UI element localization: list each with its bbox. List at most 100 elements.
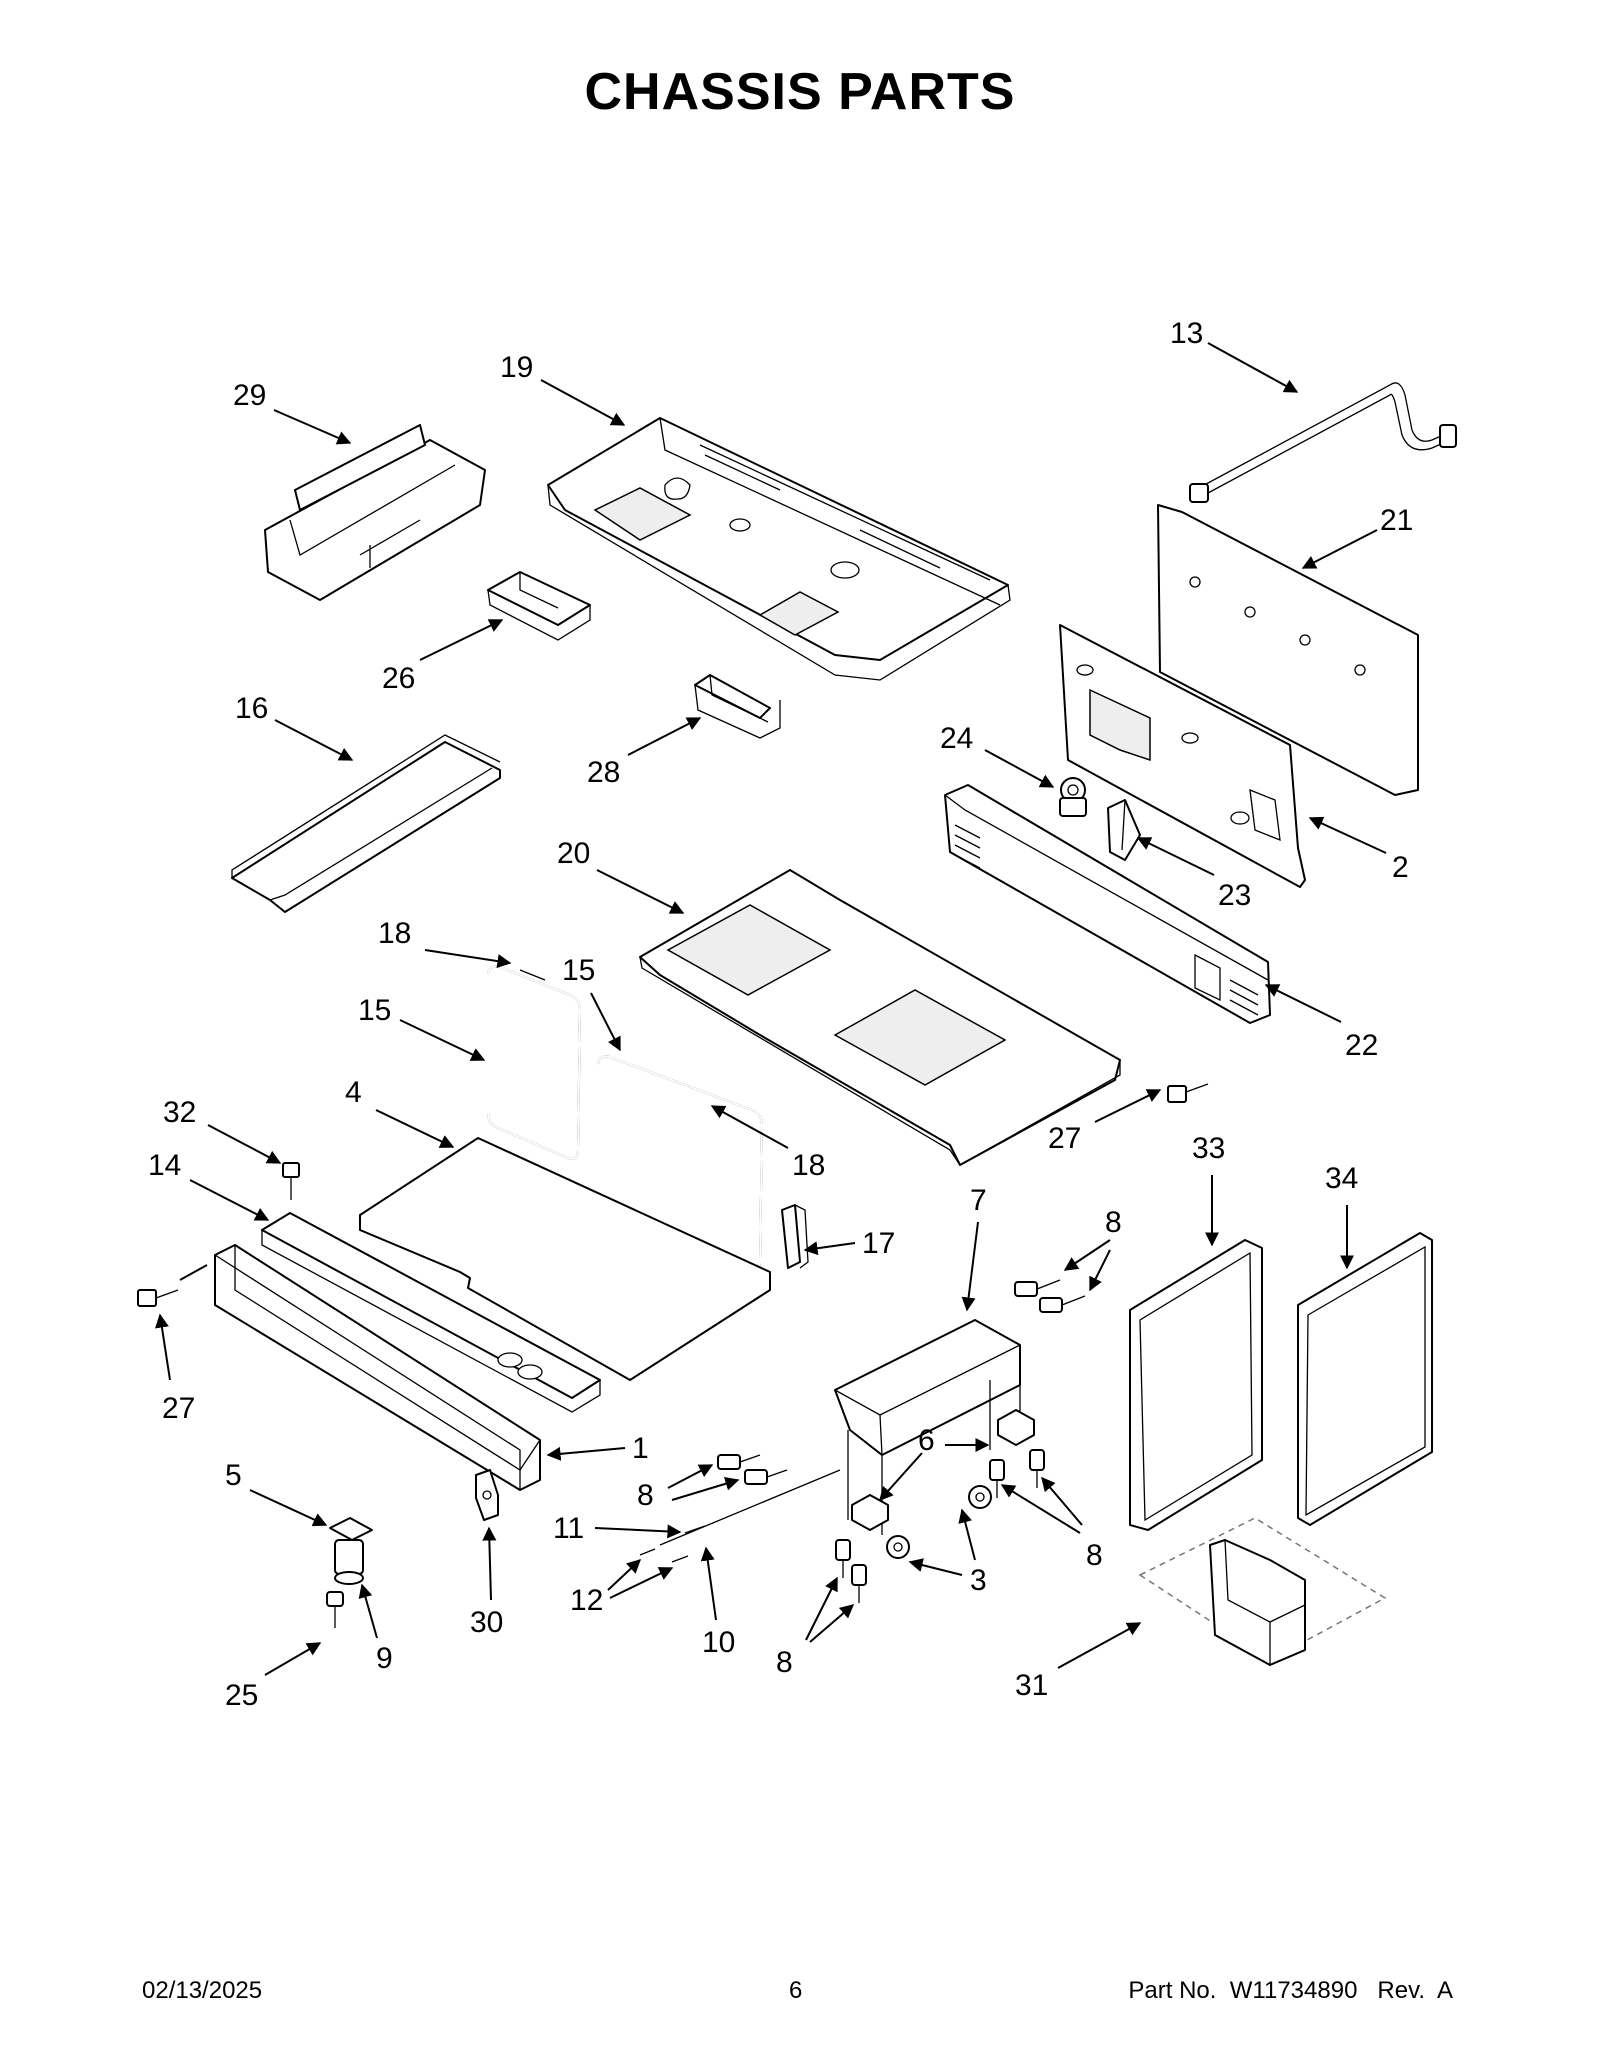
part-15-gasket-a <box>487 965 582 1160</box>
callout-12: 12 <box>570 1584 603 1617</box>
leader-22 <box>1264 984 1342 1023</box>
leader-21 <box>1301 529 1378 569</box>
leader-8b-2 <box>671 1476 740 1501</box>
callout-11: 11 <box>553 1512 584 1545</box>
leader-15b <box>590 992 621 1052</box>
callout-34: 34 <box>1325 1162 1358 1195</box>
leader-3b <box>908 1558 963 1576</box>
part-10-rod <box>659 1469 841 1546</box>
footer-date: 02/13/2025 <box>142 1977 263 2004</box>
callout-9: 9 <box>376 1642 393 1675</box>
leader-20 <box>596 869 685 914</box>
callout-numbers: 29 19 13 21 26 28 16 24 2 23 20 22 18 15… <box>148 317 1413 1712</box>
footer-part-number: Part No. W11734890 Rev. A <box>1128 1977 1453 2004</box>
part-1-manifold-cover <box>214 1244 541 1491</box>
part-12-rod-ends <box>639 1548 689 1563</box>
part-34-panel <box>1297 1232 1433 1526</box>
callout-7: 7 <box>970 1184 987 1217</box>
leader-26 <box>419 619 504 661</box>
leader-7 <box>961 1221 979 1312</box>
part-19-upper-tray <box>547 417 1011 681</box>
callout-19: 19 <box>500 351 533 384</box>
page-title: CHASSIS PARTS <box>584 63 1016 121</box>
part-24-valve <box>1059 777 1087 817</box>
part-9-leg <box>334 1539 364 1585</box>
callout-3: 3 <box>970 1564 987 1597</box>
leader-15a <box>399 1019 486 1061</box>
leader-8a-1 <box>1063 1239 1111 1271</box>
leader-27b <box>1094 1089 1162 1123</box>
callout-15a: 15 <box>358 994 391 1027</box>
part-3-caster-b <box>886 1535 910 1559</box>
leader-32 <box>207 1124 282 1164</box>
part-16-side-rail <box>231 734 501 913</box>
callout-32: 32 <box>163 1096 196 1129</box>
leader-13 <box>1207 342 1299 393</box>
leader-29 <box>273 409 352 445</box>
leader-25 <box>264 1642 322 1676</box>
callout-24: 24 <box>940 722 973 755</box>
part-11-rod-cap <box>684 1525 706 1534</box>
part-25-screw <box>326 1591 344 1628</box>
footer-page-number: 6 <box>789 1977 803 2004</box>
part-31-bin <box>1138 1517 1387 1666</box>
part-14-front-frame <box>261 1212 601 1413</box>
leader-8c-1 <box>1000 1484 1081 1534</box>
leader-8b-1 <box>667 1464 714 1489</box>
leader-lines <box>154 342 1387 1676</box>
callout-23: 23 <box>1218 879 1251 912</box>
part-26-bracket <box>487 571 591 641</box>
part-8-bolt-a <box>1014 1279 1061 1297</box>
part-30-bracket <box>475 1469 499 1521</box>
leader-8d-2 <box>809 1604 855 1643</box>
callout-13: 13 <box>1170 317 1203 350</box>
leader-16 <box>274 719 354 761</box>
callout-15b: 15 <box>562 954 595 987</box>
leader-5 <box>249 1489 328 1527</box>
callout-25: 25 <box>225 1679 258 1712</box>
leader-1 <box>546 1446 626 1461</box>
part-8-bolt-f <box>1029 1449 1045 1488</box>
leader-2 <box>1308 816 1387 854</box>
leader-12a <box>607 1559 642 1591</box>
part-32-screw <box>282 1162 300 1200</box>
callout-17: 17 <box>862 1227 895 1260</box>
leader-17 <box>803 1241 856 1256</box>
leader-6a <box>879 1452 923 1502</box>
callout-1: 1 <box>632 1432 649 1465</box>
leader-4 <box>375 1109 455 1148</box>
callout-27a: 27 <box>162 1392 195 1425</box>
part-4-base-plate <box>359 1137 771 1381</box>
callout-8d: 8 <box>776 1646 793 1679</box>
callout-10: 10 <box>702 1626 735 1659</box>
part-18-strip-a <box>519 969 546 981</box>
part-6-leg-bracket <box>847 1380 1035 1535</box>
part-29-shield <box>264 424 486 601</box>
part-21-back-panel <box>1157 504 1419 796</box>
part-23-bracket <box>1107 799 1141 861</box>
callout-18a: 18 <box>378 917 411 950</box>
callout-26: 26 <box>382 662 415 695</box>
callout-8a: 8 <box>1105 1206 1122 1239</box>
leader-28 <box>627 717 702 756</box>
part-2-rear-panel <box>1059 624 1306 888</box>
callout-16: 16 <box>235 692 268 725</box>
callout-28: 28 <box>587 756 620 789</box>
leader-30 <box>482 1526 497 1601</box>
leader-27a-top <box>179 1264 208 1281</box>
callout-8c: 8 <box>1086 1539 1103 1572</box>
part-27-screw-b <box>1167 1083 1209 1103</box>
callout-4: 4 <box>345 1076 362 1109</box>
part-27-screw-a <box>137 1289 179 1307</box>
part-5-leg-plate <box>329 1517 373 1541</box>
callout-27b: 27 <box>1048 1122 1081 1155</box>
callout-5: 5 <box>225 1459 242 1492</box>
leader-3a <box>958 1508 976 1561</box>
callout-30: 30 <box>470 1606 503 1639</box>
part-17-bracket <box>781 1204 809 1269</box>
callout-14: 14 <box>148 1149 181 1182</box>
callout-18b: 18 <box>792 1149 825 1182</box>
leader-27a <box>154 1313 171 1381</box>
leader-14 <box>189 1179 270 1221</box>
